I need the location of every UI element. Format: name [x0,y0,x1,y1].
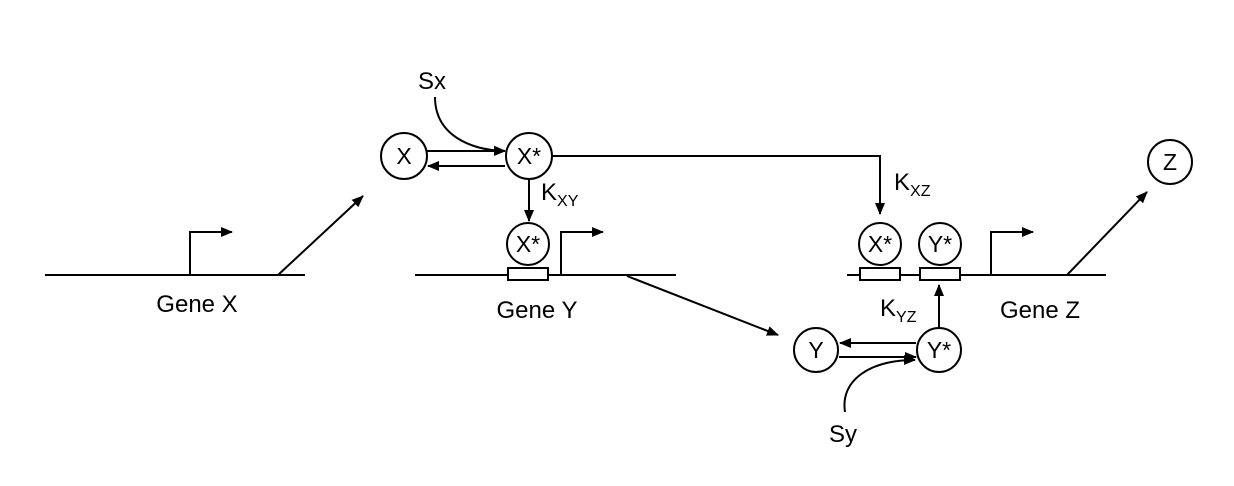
sx-label: Sx [418,68,446,95]
gene-y-expression-arrow [626,275,779,336]
x-active-node-label: X* [517,143,541,169]
sy-label: Sy [829,421,857,448]
x-node-label: X [396,143,411,169]
x-active-bound-y-node [506,222,550,266]
gene-x-expression-arrow [277,195,364,276]
kxz-arrow [552,155,885,215]
gene-z-promoter-arrow [990,227,1034,275]
y-active-bound-z-node [918,222,962,266]
x-active-bound-y-label: X* [516,231,540,257]
gene-z-y-binding-site [919,267,961,281]
gene-y-promoter-arrow [560,227,604,275]
gene-x-promoter-arrow [189,227,233,275]
gene-y-binding-site [507,267,549,281]
x-active-bound-z-label: X* [868,231,892,257]
z-node [1147,139,1193,185]
y-active-bound-z-label: Y* [928,231,952,257]
y-node [793,327,839,373]
z-node-label: Z [1163,149,1177,175]
gene-x-label: Gene X [156,291,237,318]
sx-signal-arrow [434,96,506,156]
gene-y-label: Gene Y [497,297,578,324]
kxz-label: KXZ [894,169,931,200]
gene-z-x-binding-site [859,267,901,281]
kyz-label: KYZ [880,295,917,326]
y-active-node-label: Y* [927,337,951,363]
gene-z-label: Gene Z [1000,297,1080,324]
gene-z-expression-arrow [1066,191,1148,276]
y-node-label: Y [808,337,823,363]
kxy-label: KXY [541,179,579,210]
x-active-bound-z-node [858,222,902,266]
sy-signal-arrow [843,355,916,413]
x-node [380,132,428,180]
